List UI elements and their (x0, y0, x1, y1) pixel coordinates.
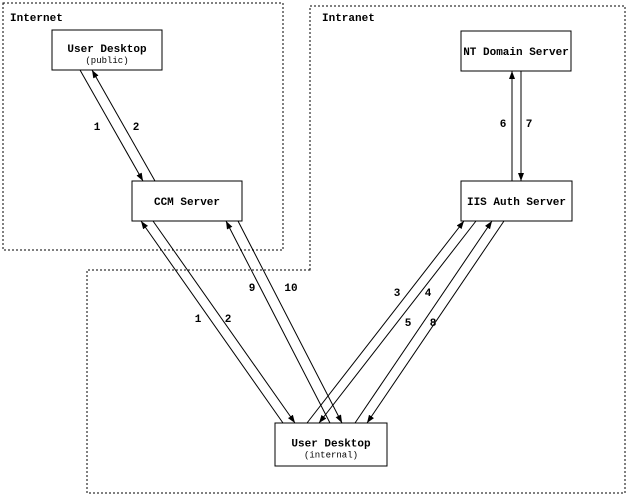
edge-msg-8 (366, 220, 505, 424)
edge-msg-4 (318, 220, 477, 424)
zone-internet-label: Internet (10, 13, 63, 25)
edge-msg-3 (306, 220, 465, 424)
edge-msg-2-public-label: 2 (133, 122, 140, 134)
node-user-desktop-public: User Desktop(public) (51, 29, 163, 71)
edge-msg-10-label: 10 (284, 283, 297, 295)
node-nt-domain-server-box (460, 30, 572, 72)
edge-msg-6-label: 6 (500, 119, 507, 131)
zone-intranet-label: Intranet (322, 13, 375, 25)
node-user-desktop-public-box (51, 29, 163, 71)
node-user-desktop-internal-box (274, 422, 388, 467)
node-user-desktop-internal-sublabel: (internal) (304, 451, 358, 461)
edge-msg-1-public (79, 69, 144, 182)
node-user-desktop-public-label: User Desktop (67, 44, 147, 56)
node-user-desktop-internal-label: User Desktop (291, 439, 371, 451)
node-user-desktop-internal: User Desktop(internal) (274, 422, 388, 467)
node-user-desktop-public-sublabel: (public) (85, 56, 128, 66)
node-ccm-server: CCM Server (131, 180, 243, 222)
edge-msg-7-label: 7 (526, 119, 533, 131)
edge-msg-8-label: 8 (430, 318, 437, 330)
edge-msg-1-internal-label: 1 (195, 314, 202, 326)
edge-msg-4-label: 4 (425, 288, 432, 300)
node-iis-auth-server-label: IIS Auth Server (467, 197, 566, 209)
node-nt-domain-server: NT Domain Server (460, 30, 572, 72)
edge-msg-5 (354, 220, 493, 424)
node-nt-domain-server-label: NT Domain Server (463, 47, 569, 59)
zone-intranet-border (86, 5, 626, 494)
edge-msg-9 (225, 220, 331, 424)
edge-msg-1-public-label: 1 (94, 122, 101, 134)
zone-internet-border (2, 2, 284, 251)
edge-msg-9-label: 9 (249, 283, 256, 295)
node-iis-auth-server-box (460, 180, 573, 222)
edge-msg-5-label: 5 (405, 318, 412, 330)
edges-layer: 1 2 1 2 9 10 3 4 5 8 6 7 (79, 69, 533, 424)
edge-msg-10 (237, 220, 343, 424)
edge-msg-2-internal (152, 220, 296, 424)
edge-msg-2-internal-label: 2 (225, 314, 232, 326)
edge-msg-2-public (91, 69, 156, 182)
edge-msg-3-label: 3 (394, 288, 401, 300)
node-ccm-server-label: CCM Server (154, 197, 220, 209)
node-ccm-server-box (131, 180, 243, 222)
edge-msg-1-internal (140, 220, 284, 424)
node-iis-auth-server: IIS Auth Server (460, 180, 573, 222)
